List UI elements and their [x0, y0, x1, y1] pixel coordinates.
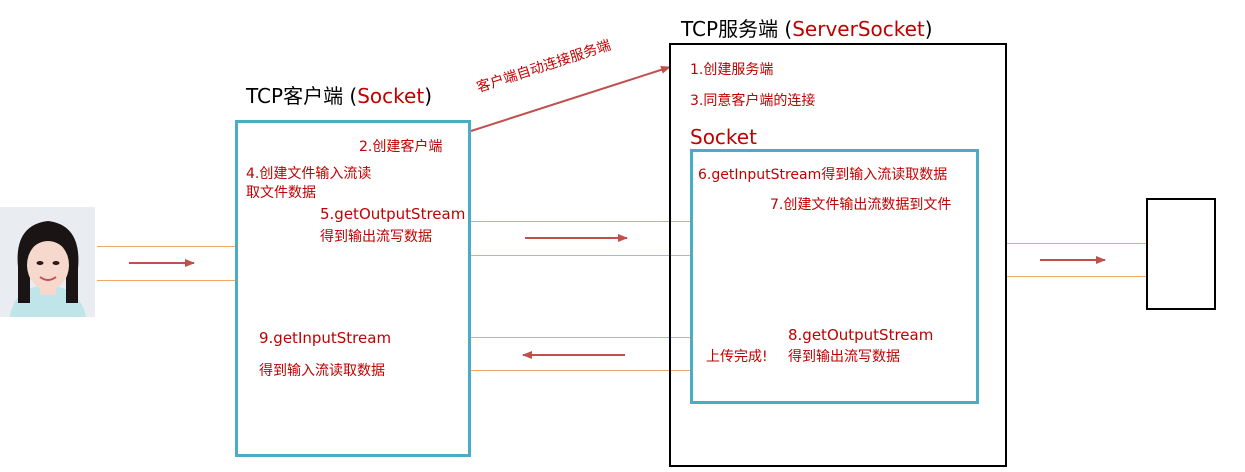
- pipe-output-bottom: [470, 255, 692, 256]
- pipe-input-top: [470, 337, 692, 338]
- client-step-2: 2.创建客户端: [359, 139, 443, 155]
- server-step-8-line1: 8.getOutputStream: [788, 326, 934, 344]
- pipe-input-bottom: [470, 370, 692, 371]
- upload-done-label: 上传完成!: [706, 349, 768, 365]
- server-socket-box: [669, 43, 1007, 467]
- pipe-server-file-top: [1006, 243, 1147, 244]
- server-socket-label: Socket: [690, 125, 757, 149]
- server-step-8-line2: 得到输出流写数据: [788, 349, 900, 365]
- server-step-6: 6.getInputStream得到输入流读取数据: [698, 167, 948, 183]
- client-step-4-line2: 取文件数据: [246, 185, 316, 201]
- client-step-5-line1: 5.getOutputStream: [320, 205, 466, 223]
- person-photo-icon: [0, 207, 95, 317]
- pipe-user-client-top: [97, 246, 237, 247]
- server-step-3: 3.同意客户端的连接: [690, 93, 816, 109]
- client-step-9-line1: 9.getInputStream: [259, 329, 392, 347]
- pipe-server-file-bottom: [1006, 276, 1147, 277]
- client-title: TCP客户端 (Socket): [246, 84, 432, 108]
- server-title: TCP服务端 (ServerSocket): [681, 17, 933, 41]
- pipe-output-top: [470, 221, 692, 222]
- server-inner-socket-box: [690, 149, 979, 404]
- client-socket-box: [235, 120, 471, 457]
- file-box-icon: [1146, 198, 1216, 310]
- client-step-4-line1: 4.创建文件输入流读: [246, 166, 372, 182]
- arrow-auto-connect: [470, 65, 671, 132]
- pipe-user-client-bottom: [97, 280, 237, 281]
- client-step-5-line2: 得到输出流写数据: [320, 229, 432, 245]
- server-step-1: 1.创建服务端: [690, 62, 774, 78]
- server-step-7: 7.创建文件输出流数据到文件: [770, 197, 952, 213]
- client-step-9-line2: 得到输入流读取数据: [259, 363, 385, 379]
